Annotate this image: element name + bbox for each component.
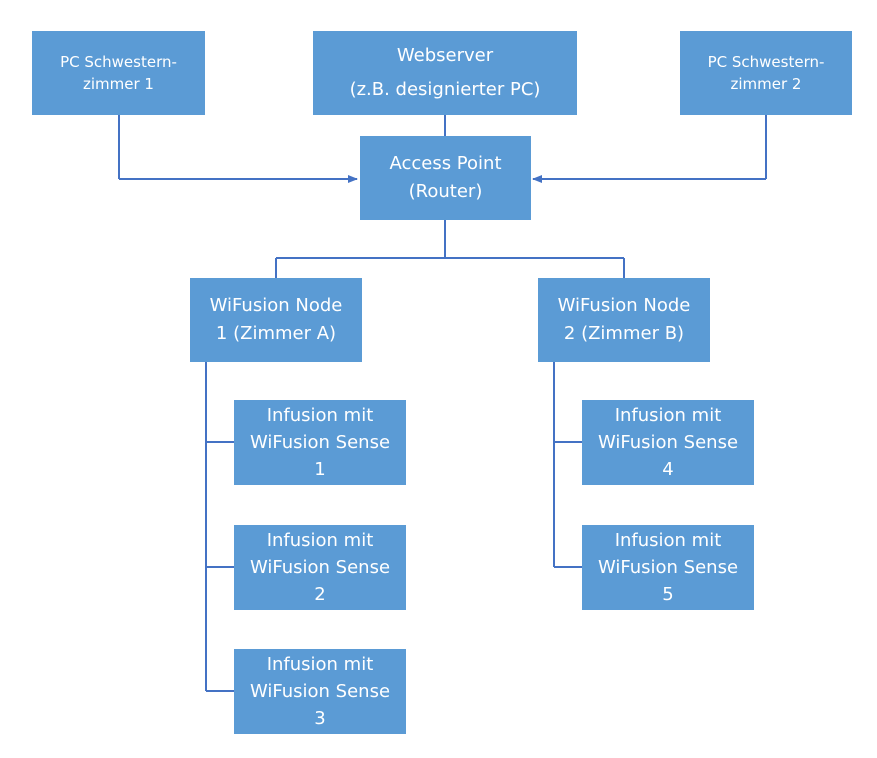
wifusion-sense-5-label: Infusion mit WiFusion Sense 5 bbox=[597, 530, 739, 605]
wifusion-sense-3: Infusion mit WiFusion Sense 3 bbox=[234, 649, 406, 734]
pc-nurse-room-2-node: PC Schwestern- zimmer 2 bbox=[680, 31, 852, 115]
wifusion-sense-1-label: Infusion mit WiFusion Sense 1 bbox=[249, 405, 391, 480]
pc-nurse-room-2-label: PC Schwestern- zimmer 2 bbox=[707, 53, 825, 93]
wifusion-sense-4: Infusion mit WiFusion Sense 4 bbox=[582, 400, 754, 485]
pc-nurse-room-1-label: PC Schwestern- zimmer 1 bbox=[60, 53, 177, 93]
webserver-node: Webserver (z.B. designierter PC) bbox=[313, 31, 577, 115]
pc-nurse-room-1-node: PC Schwestern- zimmer 1 bbox=[32, 31, 205, 115]
wifusion-sense-2-label: Infusion mit WiFusion Sense 2 bbox=[249, 530, 391, 605]
wifusion-sense-5: Infusion mit WiFusion Sense 5 bbox=[582, 525, 754, 610]
access-point-label: Access Point (Router) bbox=[389, 153, 502, 202]
wifusion-sense-4-label: Infusion mit WiFusion Sense 4 bbox=[597, 405, 739, 480]
wifusion-sense-3-label: Infusion mit WiFusion Sense 3 bbox=[249, 654, 391, 729]
access-point-node: Access Point (Router) bbox=[360, 136, 531, 220]
wifusion-sense-2: Infusion mit WiFusion Sense 2 bbox=[234, 525, 406, 610]
wifusion-node-1: WiFusion Node 1 (Zimmer A) bbox=[190, 278, 362, 362]
wifusion-node-2: WiFusion Node 2 (Zimmer B) bbox=[538, 278, 710, 362]
wifusion-node-1-label: WiFusion Node 1 (Zimmer A) bbox=[209, 295, 343, 344]
webserver-sublabel: (z.B. designierter PC) bbox=[349, 79, 541, 100]
wifusion-node-2-label: WiFusion Node 2 (Zimmer B) bbox=[557, 295, 691, 344]
wifusion-sense-1: Infusion mit WiFusion Sense 1 bbox=[234, 400, 406, 485]
webserver-label: Webserver bbox=[396, 45, 494, 66]
